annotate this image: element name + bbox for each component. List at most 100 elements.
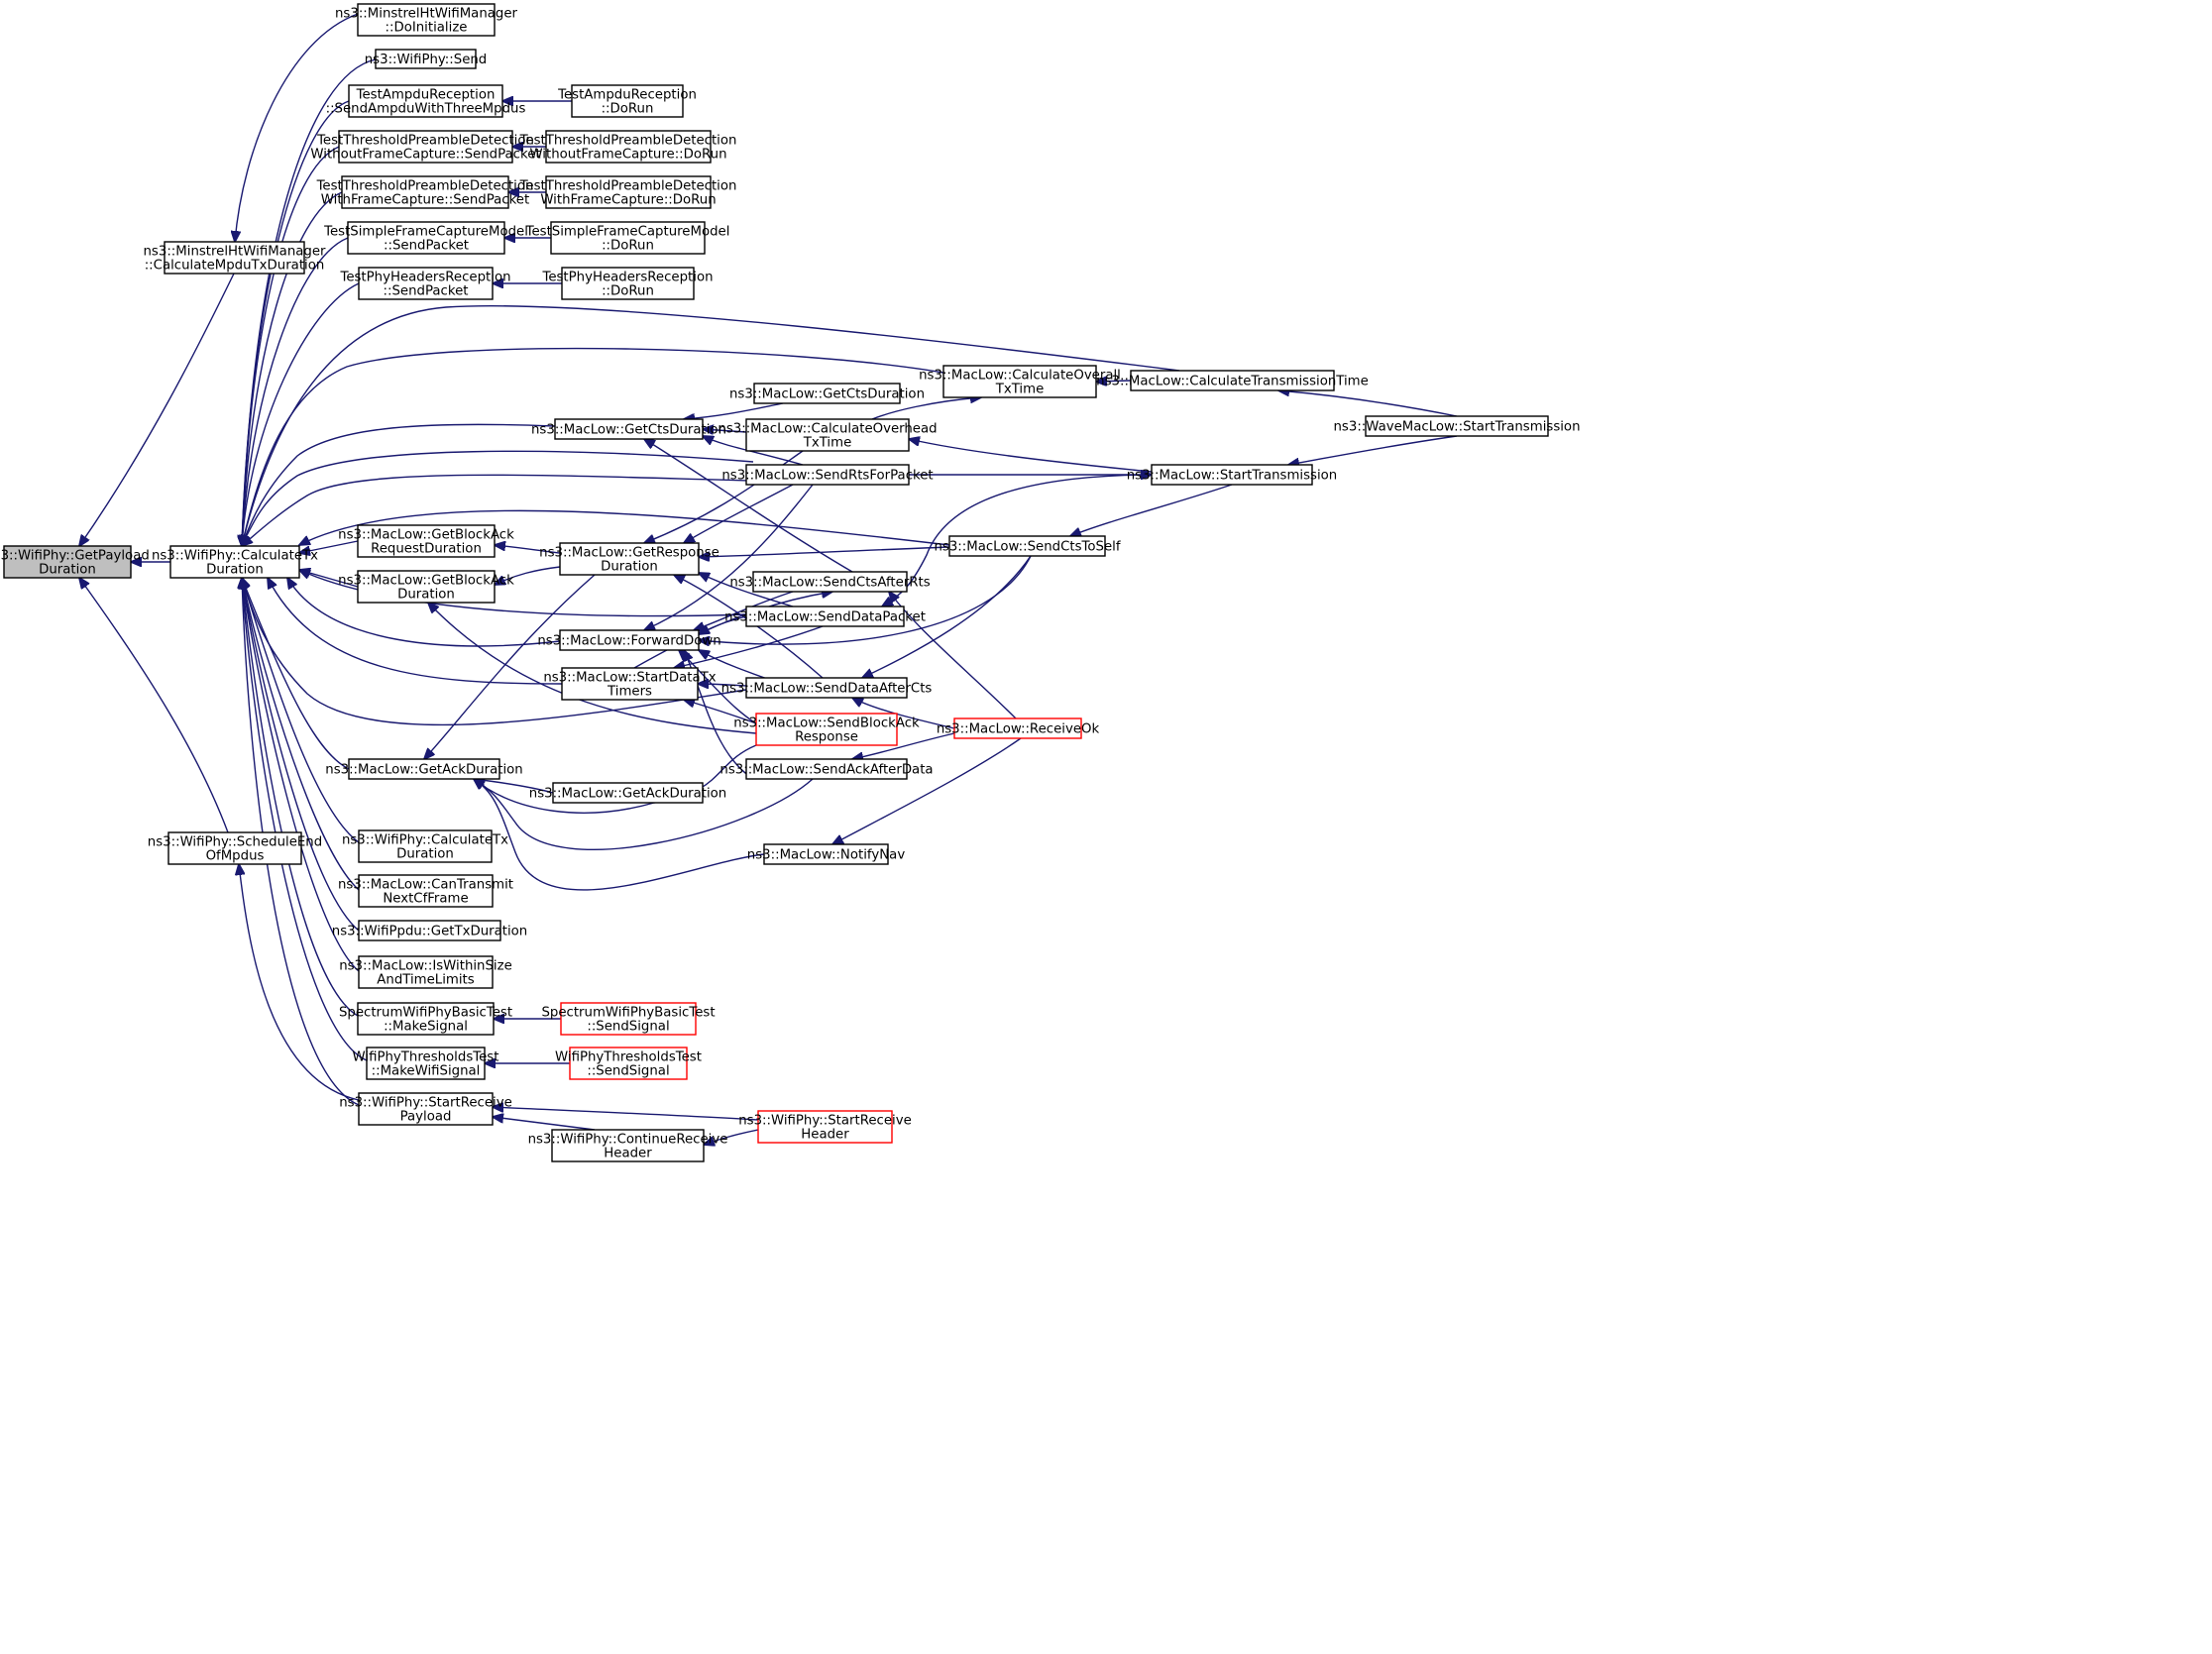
node-box bbox=[357, 1002, 495, 1036]
node-label: TestPhyHeadersReception bbox=[339, 271, 510, 285]
node-label: ns3::WifiPhy::StartReceive bbox=[738, 1114, 912, 1129]
edge-senddataaftercts-to-calctx bbox=[242, 578, 747, 726]
node-box bbox=[545, 175, 712, 209]
node-label: ns3::MacLow::ReceiveOk bbox=[937, 722, 1100, 737]
edge-calctranstime-to-calctx bbox=[242, 305, 1180, 546]
node-wavestart[interactable]: ns3::WaveMacLow::StartTransmission bbox=[1334, 415, 1581, 437]
node-fwddown[interactable]: ns3::MacLow::ForwardDown bbox=[537, 629, 721, 651]
node-mhcalc[interactable]: ns3::MinstrelHtWifiManager::CalculateMpd… bbox=[144, 241, 327, 275]
edge-iswithin-to-calctx bbox=[242, 578, 360, 972]
edge-senddataaftercts-to-startdatatx bbox=[698, 684, 747, 686]
node-getack2[interactable]: ns3::MacLow::GetAckDuration bbox=[529, 782, 726, 804]
node-thrsend[interactable]: WifiPhyThresholdsTest::SendSignal bbox=[555, 1047, 702, 1080]
node-box bbox=[341, 175, 509, 209]
edge-ppdutx-to-calctx bbox=[242, 578, 360, 932]
node-tpdwosend[interactable]: TestThresholdPreambleDetectionWithoutFra… bbox=[310, 130, 541, 164]
node-box bbox=[545, 130, 712, 164]
node-box bbox=[348, 758, 500, 780]
node-ampdusend[interactable]: TestAmpduReception::SendAmpduWithThreeMp… bbox=[326, 84, 526, 118]
node-sendctsself[interactable]: ns3::MacLow::SendCtsToSelf bbox=[934, 535, 1121, 557]
edge-getcts2-to-getcts1 bbox=[684, 402, 784, 419]
node-label: ns3::MacLow::GetAckDuration bbox=[325, 763, 522, 778]
node-tpdwrun[interactable]: TestThresholdPreambleDetectionWithFrameC… bbox=[519, 175, 737, 209]
edge-startdatatx-to-calctx bbox=[268, 578, 563, 685]
node-label: ns3::MacLow::StartDataTx bbox=[543, 671, 716, 686]
node-box bbox=[559, 629, 700, 651]
node-label: TestAmpduReception bbox=[557, 88, 697, 103]
node-box bbox=[3, 545, 132, 579]
node-label: TestThresholdPreambleDetection bbox=[316, 134, 534, 149]
node-label: Payload bbox=[400, 1110, 452, 1125]
edge-senddata-to-startdatatx bbox=[674, 625, 824, 668]
node-notifynav[interactable]: ns3::MacLow::NotifyNav bbox=[747, 843, 906, 865]
node-senddataaftercts[interactable]: ns3::MacLow::SendDataAfterCts bbox=[721, 677, 933, 699]
edge-calcoverall-to-calctx bbox=[242, 347, 944, 546]
node-mhinit[interactable]: ns3::MinstrelHtWifiManager::DoInitialize bbox=[335, 3, 518, 37]
node-box bbox=[554, 418, 704, 440]
node-label: ::DoRun bbox=[602, 239, 654, 254]
edge-sendrts-to-getresp bbox=[684, 484, 794, 543]
node-label: ::SendSignal bbox=[587, 1020, 669, 1035]
node-label: Duration bbox=[206, 563, 264, 578]
node-starttx[interactable]: ns3::MacLow::StartTransmission bbox=[1127, 464, 1338, 486]
node-thrmake[interactable]: WifiPhyThresholdsTest::MakeWifiSignal bbox=[353, 1047, 499, 1080]
node-specsend[interactable]: SpectrumWifiPhyBasicTest::SendSignal bbox=[541, 1002, 716, 1036]
node-tpdworun[interactable]: TestThresholdPreambleDetectionWithoutFra… bbox=[519, 130, 737, 164]
node-label: WithFrameCapture::SendPacket bbox=[321, 193, 529, 208]
node-box bbox=[347, 221, 505, 255]
node-getack1[interactable]: ns3::MacLow::GetAckDuration bbox=[325, 758, 523, 780]
node-label: ns3::WifiPpdu::GetTxDuration bbox=[332, 925, 527, 939]
node-specmake[interactable]: SpectrumWifiPhyBasicTest::MakeSignal bbox=[339, 1002, 512, 1036]
edge-sendctsself-to-fwddown bbox=[699, 555, 1032, 644]
node-label: Header bbox=[801, 1128, 849, 1143]
node-getcts1[interactable]: ns3::MacLow::GetCtsDuration bbox=[531, 418, 726, 440]
node-phrun[interactable]: TestPhyHeadersReception::DoRun bbox=[541, 267, 714, 300]
edge-mhinit-to-mhcalc bbox=[235, 13, 359, 242]
node-label: TestAmpduReception bbox=[356, 88, 496, 103]
node-label: ns3::MacLow::CalculateTransmissionTime bbox=[1096, 375, 1369, 389]
node-phsend[interactable]: TestPhyHeadersReception::SendPacket bbox=[339, 267, 511, 300]
node-label: TestSimpleFrameCaptureModel bbox=[323, 225, 528, 240]
node-box bbox=[167, 831, 302, 865]
node-box bbox=[569, 1047, 688, 1080]
node-box bbox=[745, 606, 905, 627]
edge-senddata-to-fwddown bbox=[699, 615, 747, 634]
node-label: TestSimpleFrameCaptureModel bbox=[525, 225, 730, 240]
node-senddata[interactable]: ns3::MacLow::SendDataPacket bbox=[724, 606, 926, 627]
node-calctranstime[interactable]: ns3::MacLow::CalculateTransmissionTime bbox=[1096, 370, 1369, 391]
node-getcts2[interactable]: ns3::MacLow::GetCtsDuration bbox=[729, 383, 925, 404]
node-ppdutx[interactable]: ns3::WifiPpdu::GetTxDuration bbox=[332, 920, 527, 941]
node-receiveok[interactable]: ns3::MacLow::ReceiveOk bbox=[937, 717, 1100, 739]
node-tpdwsend[interactable]: TestThresholdPreambleDetectionWithFrameC… bbox=[316, 175, 534, 209]
node-label: ns3::WifiPhy::StartReceive bbox=[339, 1096, 512, 1111]
node-sfcrun[interactable]: TestSimpleFrameCaptureModel::DoRun bbox=[525, 221, 730, 255]
node-sendrts[interactable]: ns3::MacLow::SendRtsForPacket bbox=[721, 464, 934, 486]
node-sfcsend[interactable]: TestSimpleFrameCaptureModel::SendPacket bbox=[323, 221, 528, 255]
node-label: WithoutFrameCapture::SendPacket bbox=[310, 148, 540, 163]
edge-calctx2-to-calctx bbox=[242, 578, 360, 843]
edge-sendackafterdata-to-getack1 bbox=[474, 779, 814, 850]
node-wifisend[interactable]: ns3::WifiPhy::Send bbox=[365, 49, 488, 69]
edge-getresp-to-getba bbox=[495, 566, 561, 585]
node-sendackafterdata[interactable]: ns3::MacLow::SendAckAfterData bbox=[719, 758, 934, 780]
node-sendctsafterrts[interactable]: ns3::MacLow::SendCtsAfterRts bbox=[729, 571, 931, 593]
node-ampdurun[interactable]: TestAmpduReception::DoRun bbox=[557, 84, 697, 118]
node-label: ns3::WifiPhy::CalculateTx bbox=[342, 833, 508, 848]
node-label: ns3::MacLow::SendCtsToSelf bbox=[934, 540, 1120, 555]
